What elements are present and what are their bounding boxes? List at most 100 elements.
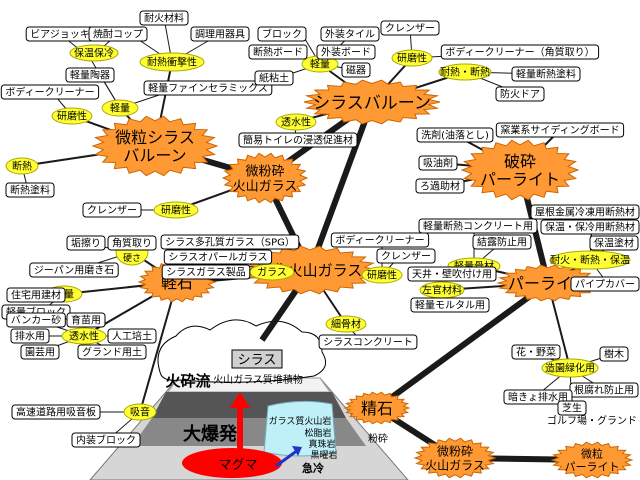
root-rot-box: 根腐れ防止用	[569, 382, 639, 398]
crushed-perlite-shape	[460, 139, 580, 201]
light-pottery-box-label: 軽量陶器	[70, 69, 110, 82]
fine-glass-bottom-label: 微粉砕	[437, 444, 473, 459]
filter-aid-box-label: ろ過助材	[420, 180, 460, 193]
shirasu-concrete-box-frame	[318, 334, 418, 350]
body-cleaner-left-box-label: ボディークリーナー	[5, 86, 94, 99]
insul-oval-label: 断熱	[12, 160, 32, 173]
artificial-soil-box-frame	[107, 328, 157, 344]
light-fine-oval-shape	[101, 99, 139, 117]
interior-block-box: 内装ブロック	[71, 432, 141, 448]
condensation-box-frame	[472, 234, 532, 250]
sound-oval-shape	[123, 403, 157, 421]
exfoliant-box-label: 角質取り	[112, 237, 152, 250]
metal-roof-box-label: 屋根金属冷凍用断熱材	[535, 206, 635, 219]
toilet-box: 簡易トイレの浸透促進材	[238, 132, 358, 148]
highway-sound-box-label: 高速道路用吸音板	[16, 406, 96, 419]
refractory-box: 耐火材料	[139, 10, 189, 26]
polish-left-oval-shape	[51, 107, 93, 125]
fire-heat-insul-oval-shape	[549, 250, 631, 270]
cookware-box: 調理用器具	[190, 26, 250, 42]
greening-oval-label: 造園緑化用	[545, 362, 595, 375]
fire-heat-oval: 耐熱・断熱	[438, 63, 492, 81]
body-cleaner-sb-box-label: ボディークリーナー（角質取り）	[445, 46, 594, 59]
rock-label-3: 真珠岩	[308, 438, 335, 450]
polish-bc-oval: 研磨性	[361, 266, 403, 284]
pipe-cover-box: パイプカバー	[570, 276, 640, 292]
ceiling-box-label: 天井・壁吹付け用	[412, 268, 492, 281]
pyroclastic-label: 火砕流	[165, 372, 210, 390]
oil-remover-box-label: 洗剤(油落とし)	[421, 129, 489, 142]
spg-box: シラス多孔質ガラス（SPG）	[160, 234, 300, 250]
ground-soil-box-frame	[77, 344, 147, 360]
interior-block-box-frame	[71, 432, 141, 448]
shirasu-opal-box-frame	[163, 249, 273, 265]
shirasu-opal-box-label: シラスオパールガラス	[168, 252, 267, 264]
clay-box: 紙粘土	[254, 70, 294, 86]
seedling-box: 育苗用	[66, 312, 106, 328]
fine-balloon-label: 微粒シラス	[115, 128, 195, 147]
root-rot-box-label: 根腐れ防止用	[574, 384, 634, 397]
perlite-shape	[496, 264, 600, 302]
water-pumice-oval: 透水性	[61, 327, 107, 345]
flowers-veg-box-label: 花・野菜	[516, 346, 556, 359]
jeans-box-frame	[29, 262, 119, 278]
seedling-box-label: 育苗用	[71, 314, 101, 327]
light-insul-concrete-box: 軽量断熱コンクリート用	[418, 218, 538, 234]
heat-shock-oval: 耐熱衝撃性	[139, 52, 205, 72]
ext-tile-box-label: 外装タイル	[325, 28, 375, 41]
quench-arrow	[275, 448, 299, 468]
body-cleaner-sb-box: ボディークリーナー（角質取り）	[440, 44, 600, 60]
sound-oval: 吸音	[123, 403, 157, 421]
shirasu-balloon-label: シラスバルーン	[313, 94, 431, 114]
ext-board-box: 外装ボード	[316, 44, 376, 60]
artificial-soil-box-label: 人工培土	[112, 330, 152, 343]
water-perm-oval-shape	[275, 113, 317, 131]
pipe-cover-box-label: パイプカバー	[575, 279, 635, 291]
housing-box-frame	[6, 287, 66, 303]
ground-soil-box: グランド用土	[77, 344, 147, 360]
light-fine-ceramic-box: 軽量ファインセラミックス	[143, 80, 273, 96]
shochu-cup-box-label: 焼酎コップ	[93, 28, 143, 41]
oil-remover-box: 洗剤(油落とし)	[416, 127, 494, 143]
fire-heat-oval-label: 耐熱・断熱	[440, 66, 490, 79]
trees-box-frame	[599, 346, 629, 362]
heat-keep-oval: 保温保冷	[69, 44, 119, 62]
light-insul-concrete-box-frame	[418, 218, 538, 234]
ceramics-box-frame	[341, 62, 371, 78]
block-box-frame	[257, 26, 307, 42]
trees-box: 樹木	[599, 346, 629, 362]
light-fine-ceramic-box-frame	[143, 80, 273, 96]
crushed-perlite-label: パーライト	[480, 170, 560, 189]
flowers-veg-box-frame	[511, 344, 561, 360]
light-fine-oval: 軽量	[101, 99, 139, 117]
water-pumice-oval-label: 透水性	[69, 330, 99, 343]
glassy-rock-region	[263, 400, 337, 457]
cleanser-left-box-label: クレンザー	[87, 205, 137, 217]
oil-absorb-box-frame	[418, 155, 458, 171]
seiseki-blob: 精石	[343, 391, 411, 425]
seiseki-label: 精石	[361, 399, 393, 418]
heat-keep-oval-shape	[69, 44, 119, 62]
greening-oval-shape	[541, 358, 599, 378]
insul-board-box-label: 断熱ボード	[253, 46, 303, 59]
quench-arrowhead	[292, 446, 302, 456]
keep-cold-box-frame	[540, 219, 640, 235]
shirasu-concrete-box: シラスコンクリート	[318, 334, 418, 350]
refractory-box-frame	[139, 10, 189, 26]
fire-door-box-frame	[495, 86, 545, 102]
filter-aid-box-frame	[415, 178, 465, 194]
heat-shock-oval-label: 耐熱衝撃性	[147, 56, 197, 69]
insul-oval-shape	[5, 157, 39, 175]
turf-box-frame	[557, 400, 587, 416]
sound-oval-label: 吸音	[130, 406, 150, 419]
ceramics-box-label: 磁器	[346, 64, 366, 77]
fire-door-box: 防火ドア	[495, 86, 545, 102]
cleanser-left-box-frame	[82, 202, 142, 218]
drain-box-label: 排水用	[15, 330, 45, 343]
fine-balloon-shape	[91, 115, 219, 177]
